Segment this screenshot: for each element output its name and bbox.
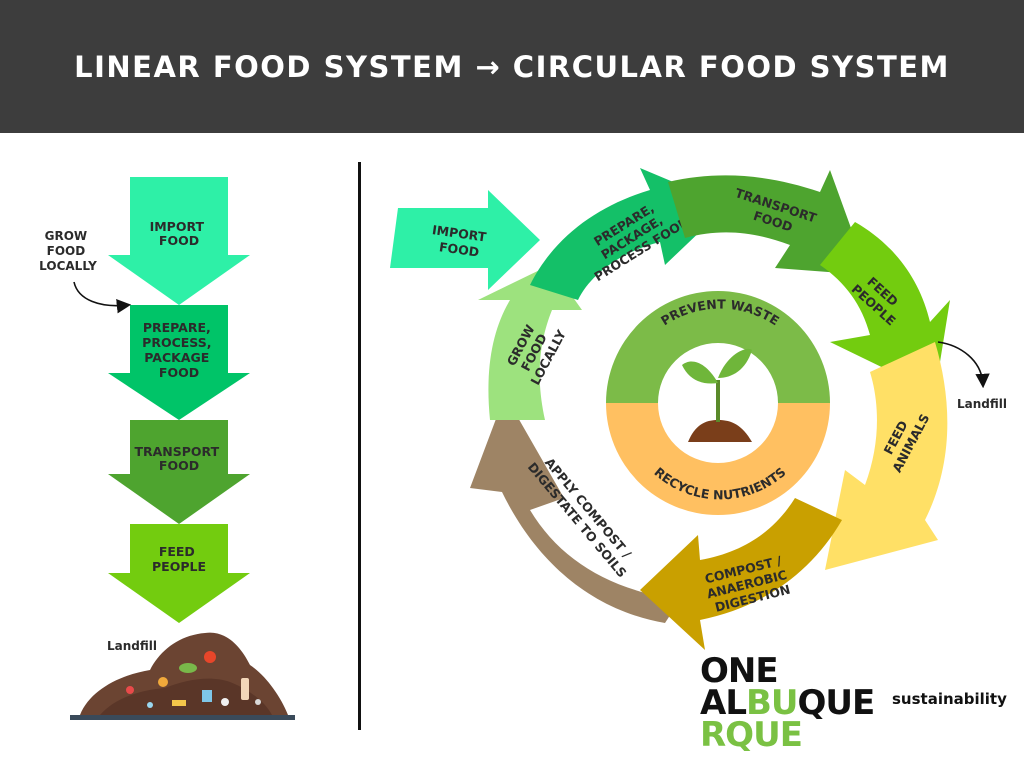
sustainability-tagline: sustainability bbox=[892, 690, 1007, 708]
linear-step-feed-people-label: FEED PEOPLE bbox=[152, 544, 206, 574]
linear-grow-arrow bbox=[73, 281, 132, 314]
linear-step-prepare-label: PREPARE, PROCESS, PACKAGE FOOD bbox=[142, 320, 216, 380]
circular-apply-label: APPLY COMPOST / DIGESTATE TO SOILS bbox=[525, 449, 642, 580]
seedling-icon bbox=[682, 348, 752, 442]
circular-import-label: IMPORT FOOD bbox=[429, 222, 492, 261]
linear-step-import: IMPORT FOOD bbox=[108, 177, 250, 305]
header-bar: LINEAR FOOD SYSTEM → CIRCULAR FOOD SYSTE… bbox=[0, 0, 1024, 133]
circular-step-compost: COMPOST / ANAEROBIC DIGESTION bbox=[640, 498, 842, 650]
circular-step-transport: TRANSPORT FOOD bbox=[668, 170, 868, 275]
landfill-pile-icon bbox=[70, 632, 295, 720]
linear-step-transport: TRANSPORT FOOD bbox=[108, 420, 250, 524]
linear-step-import-label: IMPORT FOOD bbox=[150, 219, 209, 248]
linear-grow-food-label: GROW FOOD LOCALLY bbox=[39, 229, 97, 273]
one-albuquerque-logo: ONE ALBUQUE RQUE bbox=[700, 651, 875, 755]
page-title: LINEAR FOOD SYSTEM → CIRCULAR FOOD SYSTE… bbox=[74, 49, 950, 84]
center-ring: PREVENT WASTE RECYCLE NUTRIENTS bbox=[606, 291, 830, 515]
circular-step-import: IMPORT FOOD bbox=[390, 190, 540, 290]
circular-landfill-arrow bbox=[937, 341, 990, 389]
divider-line bbox=[358, 162, 361, 730]
circular-step-feed-animals: FEED ANIMALS bbox=[825, 342, 948, 570]
circular-landfill-label: Landfill bbox=[957, 397, 1007, 411]
linear-step-prepare: PREPARE, PROCESS, PACKAGE FOOD bbox=[108, 305, 250, 420]
linear-landfill-label: Landfill bbox=[107, 639, 157, 653]
linear-step-transport-label: TRANSPORT FOOD bbox=[134, 444, 223, 473]
linear-step-feed-people: FEED PEOPLE bbox=[108, 524, 250, 623]
